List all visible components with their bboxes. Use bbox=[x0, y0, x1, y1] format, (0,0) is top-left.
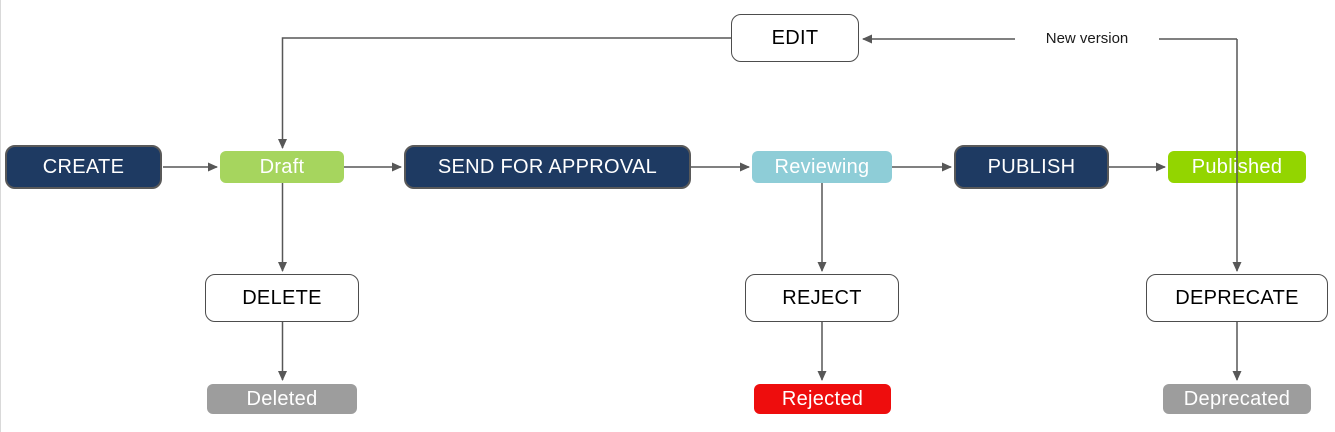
node-reject: REJECT bbox=[745, 274, 899, 322]
node-reviewing: Reviewing bbox=[752, 151, 892, 183]
node-deprecate: DEPRECATE bbox=[1146, 274, 1328, 322]
node-published: Published bbox=[1168, 151, 1306, 183]
node-draft: Draft bbox=[220, 151, 344, 183]
node-create: CREATE bbox=[5, 145, 162, 189]
node-deprecated: Deprecated bbox=[1163, 384, 1311, 414]
node-send-for-approval: SEND FOR APPROVAL bbox=[404, 145, 691, 189]
edge-label-new-version: New version bbox=[1015, 29, 1159, 48]
node-edit: EDIT bbox=[731, 14, 859, 62]
node-rejected: Rejected bbox=[754, 384, 891, 414]
node-deleted: Deleted bbox=[207, 384, 357, 414]
node-delete: DELETE bbox=[205, 274, 359, 322]
node-publish: PUBLISH bbox=[954, 145, 1109, 189]
